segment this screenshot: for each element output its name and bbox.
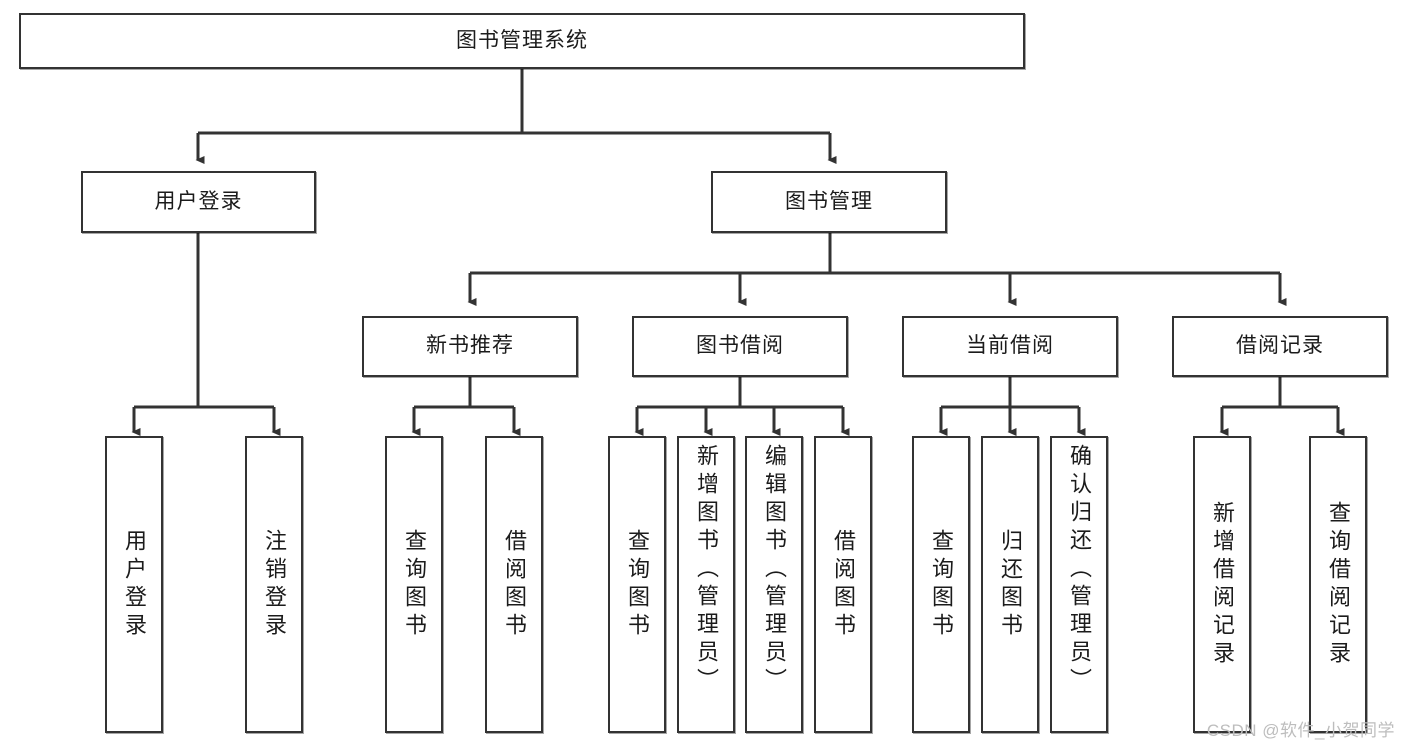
node-new-book-recommend-label: 新书推荐 [426,334,514,358]
leaf-query-book-3[interactable]: 查询图书 [912,436,970,733]
leaf-query-book-1[interactable]: 查询图书 [385,436,443,733]
leaf-query-book-2-label: 查询图书 [625,528,650,641]
leaf-add-book[interactable]: 新增图书（管理员） [677,436,735,733]
node-user-login-label: 用户登录 [154,189,243,213]
leaf-add-record-label: 新增借阅记录 [1210,500,1235,669]
leaf-confirm-return-label: 确认归还（管理员） [1067,444,1092,696]
node-book-management-label: 图书管理 [785,189,873,213]
node-book-management[interactable]: 图书管理 [711,171,947,233]
leaf-user-logout-label: 注销登录 [262,528,287,641]
leaf-borrow-book-2[interactable]: 借阅图书 [814,436,872,733]
leaf-add-record[interactable]: 新增借阅记录 [1193,436,1251,733]
leaf-add-book-label: 新增图书（管理员） [694,444,719,696]
leaf-query-book-3-label: 查询图书 [929,528,954,641]
leaf-return-book[interactable]: 归还图书 [981,436,1039,733]
leaf-query-book-2[interactable]: 查询图书 [608,436,666,733]
leaf-edit-book[interactable]: 编辑图书（管理员） [745,436,803,733]
node-root[interactable]: 图书管理系统 [19,13,1025,69]
node-book-borrow[interactable]: 图书借阅 [632,316,848,377]
leaf-user-login-label: 用户登录 [122,528,147,641]
node-root-label: 图书管理系统 [456,28,588,52]
node-current-borrow-label: 当前借阅 [966,334,1054,358]
leaf-query-record[interactable]: 查询借阅记录 [1309,436,1367,733]
leaf-confirm-return[interactable]: 确认归还（管理员） [1050,436,1108,733]
node-borrow-record-label: 借阅记录 [1236,334,1324,358]
node-book-borrow-label: 图书借阅 [696,334,784,358]
leaf-borrow-book-1[interactable]: 借阅图书 [485,436,543,733]
leaf-borrow-book-2-label: 借阅图书 [831,528,856,641]
leaf-return-book-label: 归还图书 [998,528,1023,641]
leaf-query-record-label: 查询借阅记录 [1326,500,1351,669]
node-borrow-record[interactable]: 借阅记录 [1172,316,1388,377]
leaf-edit-book-label: 编辑图书（管理员） [762,444,787,696]
leaf-borrow-book-1-label: 借阅图书 [502,528,527,641]
leaf-user-logout[interactable]: 注销登录 [245,436,303,733]
node-current-borrow[interactable]: 当前借阅 [902,316,1118,377]
leaf-user-login[interactable]: 用户登录 [105,436,163,733]
node-new-book-recommend[interactable]: 新书推荐 [362,316,578,377]
leaf-query-book-1-label: 查询图书 [402,528,427,641]
node-user-login[interactable]: 用户登录 [81,171,316,233]
